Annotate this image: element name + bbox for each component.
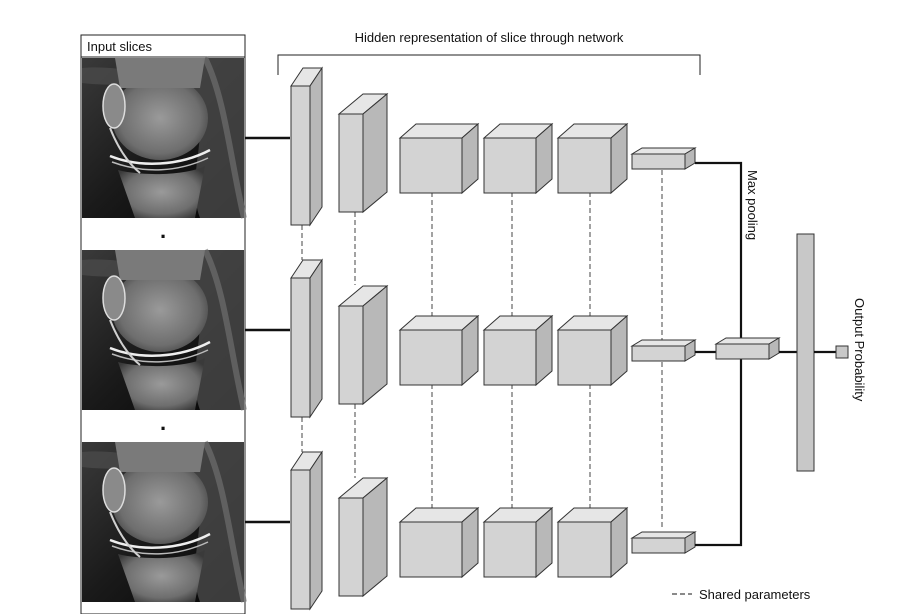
mri-slice-3 <box>82 440 247 603</box>
max-pooling-label: Max pooling <box>745 170 760 240</box>
input-slices-label: Input slices <box>87 39 153 54</box>
conv-block-5-row-3 <box>556 506 629 579</box>
dense-layer <box>796 233 815 472</box>
ellipsis-2: . <box>160 410 166 435</box>
title-bracket <box>277 54 701 75</box>
conv-block-1-row-2 <box>290 258 323 419</box>
conv-block-5-row-1 <box>556 122 629 195</box>
mri-slices <box>82 56 290 603</box>
network <box>290 66 849 611</box>
feature-vector-row-3 <box>630 531 697 554</box>
feature-vector-row-1 <box>630 147 697 170</box>
output-node <box>835 345 849 359</box>
conv-block-3-row-2 <box>398 314 480 387</box>
conv-block-1-row-1 <box>290 66 323 227</box>
conv-block-5-row-2 <box>556 314 629 387</box>
conv-block-4-row-1 <box>482 122 554 195</box>
legend-label: Shared parameters <box>699 587 811 602</box>
ellipsis-1: . <box>160 218 166 243</box>
conv-block-3-row-3 <box>398 506 480 579</box>
conv-block-2-row-2 <box>337 284 389 406</box>
pooled-vector <box>714 337 781 360</box>
output-probability-label: Output Probability <box>852 298 867 402</box>
feature-vector-row-2 <box>630 339 697 362</box>
mri-slice-1 <box>82 56 247 219</box>
conv-block-4-row-3 <box>482 506 554 579</box>
mri-slice-2 <box>82 248 247 411</box>
conv-block-3-row-1 <box>398 122 480 195</box>
conv-block-1-row-3 <box>290 450 323 611</box>
conv-block-4-row-2 <box>482 314 554 387</box>
diagram-title: Hidden representation of slice through n… <box>355 30 624 45</box>
conv-block-2-row-3 <box>337 476 389 598</box>
conv-block-2-row-1 <box>337 92 389 214</box>
